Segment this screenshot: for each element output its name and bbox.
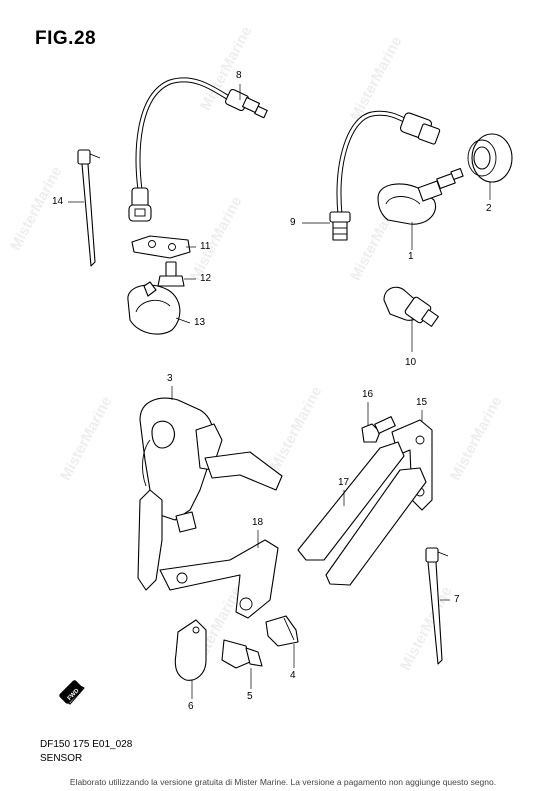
part-17-lever [297, 441, 427, 586]
leader-lines [68, 84, 491, 699]
callout-16: 16 [362, 389, 374, 400]
callout-6: 6 [188, 701, 194, 712]
callout-7: 7 [454, 594, 460, 605]
callout-2: 2 [486, 203, 492, 214]
footer-notice: Elaborato utilizzando la versione gratui… [69, 777, 497, 787]
part-14-cable-tie [77, 149, 101, 267]
fwd-arrow-icon: FWD [59, 680, 85, 705]
callout-11: 11 [200, 241, 211, 252]
part-2-grommet [467, 133, 513, 183]
callout-10: 10 [405, 357, 417, 368]
callout-8: 8 [236, 70, 242, 81]
part-6-clip [174, 619, 207, 681]
part-1-sensor [377, 167, 464, 225]
callout-5: 5 [247, 691, 253, 702]
callout-1: 1 [408, 251, 414, 262]
part-8-sensor-cable [128, 77, 268, 222]
figure-title: FIG.28 [35, 28, 97, 49]
part-11-plate [131, 235, 191, 259]
part-4-bolt [265, 615, 299, 647]
callout-18: 18 [252, 517, 264, 528]
callout-17: 17 [338, 477, 350, 488]
callout-4: 4 [290, 670, 296, 681]
callout-9: 9 [290, 217, 296, 228]
part-16-bolt [361, 416, 396, 443]
part-10-switch [383, 286, 439, 327]
callout-13: 13 [194, 317, 206, 328]
callout-14: 14 [52, 196, 64, 207]
callout-3: 3 [167, 373, 173, 384]
part-18-bracket [159, 539, 279, 619]
part-13-clamp [127, 281, 181, 335]
model-code: DF150 175 E01_028 [40, 739, 133, 750]
part-3-sensor-assembly [137, 397, 283, 591]
callout-12: 12 [200, 273, 212, 284]
part-5-bolt [221, 639, 263, 669]
part-7-cable-tie [425, 547, 449, 665]
section-name: SENSOR [40, 753, 83, 764]
part-9-sensor-cable [329, 110, 441, 241]
part-12-bolt [157, 261, 185, 287]
callout-15: 15 [416, 397, 428, 408]
